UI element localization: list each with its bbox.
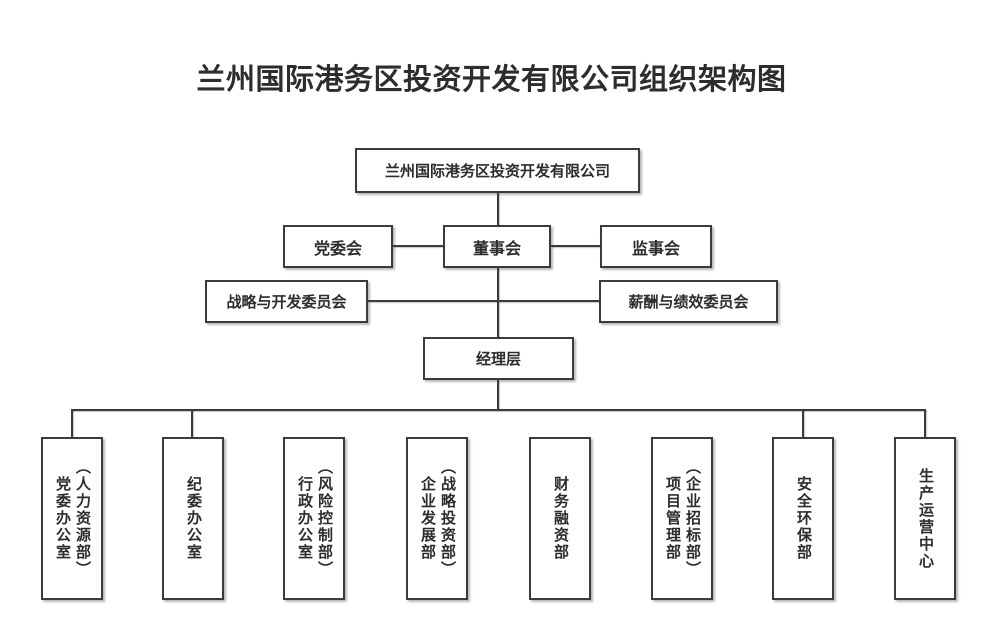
node-dept-safety-environment: 安全环保部 — [772, 437, 834, 600]
node-compensation-performance-committee: 薪酬与绩效委员会 — [599, 280, 778, 323]
node-root: 兰州国际港务区投资开发有限公司 — [355, 148, 640, 193]
connector-stub-production-operations — [924, 409, 926, 437]
node-dept-discipline-office: 纪委办公室 — [162, 437, 224, 600]
trunk-line — [71, 409, 926, 411]
node-dept-admin-office: 行政办公室 （风险控制部） — [283, 437, 345, 600]
connector-board-to-supervisory — [551, 245, 600, 247]
connector-stub-safety-environment — [802, 409, 804, 437]
connector-party-to-board — [393, 245, 443, 247]
node-party-committee: 党委会 — [283, 225, 393, 268]
node-compensation-performance-committee-label: 薪酬与绩效委员会 — [628, 294, 749, 311]
dept-label: 生产运营中心 — [917, 467, 934, 570]
node-dept-finance: 财务融资部 — [529, 437, 591, 600]
node-management-layer-label: 经理层 — [475, 351, 521, 368]
connector-stub-discipline-office — [191, 409, 193, 437]
dept-label: 安全环保部 — [795, 476, 812, 561]
node-supervisory-board: 监事会 — [600, 225, 712, 268]
dept-label: 财务融资部 — [552, 476, 569, 561]
node-root-label: 兰州国际港务区投资开发有限公司 — [384, 163, 610, 180]
node-supervisory-board-label: 监事会 — [631, 240, 680, 258]
page-title: 兰州国际港务区投资开发有限公司组织架构图 — [196, 64, 787, 96]
node-dept-party-office: 党委办公室 （人力资源部） — [41, 437, 103, 600]
node-board-of-directors: 董事会 — [443, 225, 551, 268]
connector-stub-party-office — [71, 409, 73, 437]
connector-management-to-trunk — [497, 380, 499, 409]
connector-root-to-board — [497, 193, 499, 225]
dept-label: 项目管理部 （企业招标部） — [664, 459, 701, 578]
connector-board-to-management — [497, 268, 499, 337]
node-board-of-directors-label: 董事会 — [472, 240, 521, 258]
node-strategy-development-committee: 战略与开发委员会 — [205, 280, 368, 323]
node-party-committee-label: 党委会 — [313, 240, 362, 258]
node-dept-production-operations: 生产运营中心 — [894, 437, 956, 600]
connector-committees — [368, 300, 599, 302]
dept-label: 企业发展部 （战略投资部） — [419, 459, 456, 578]
dept-label: 纪委办公室 — [185, 476, 202, 561]
node-dept-project-management: 项目管理部 （企业招标部） — [651, 437, 713, 600]
dept-label: 党委办公室 （人力资源部） — [54, 459, 91, 578]
node-dept-enterprise-development: 企业发展部 （战略投资部） — [406, 437, 468, 600]
dept-label: 行政办公室 （风险控制部） — [296, 459, 333, 578]
node-strategy-development-committee-label: 战略与开发委员会 — [226, 294, 347, 311]
node-management-layer: 经理层 — [423, 337, 574, 380]
